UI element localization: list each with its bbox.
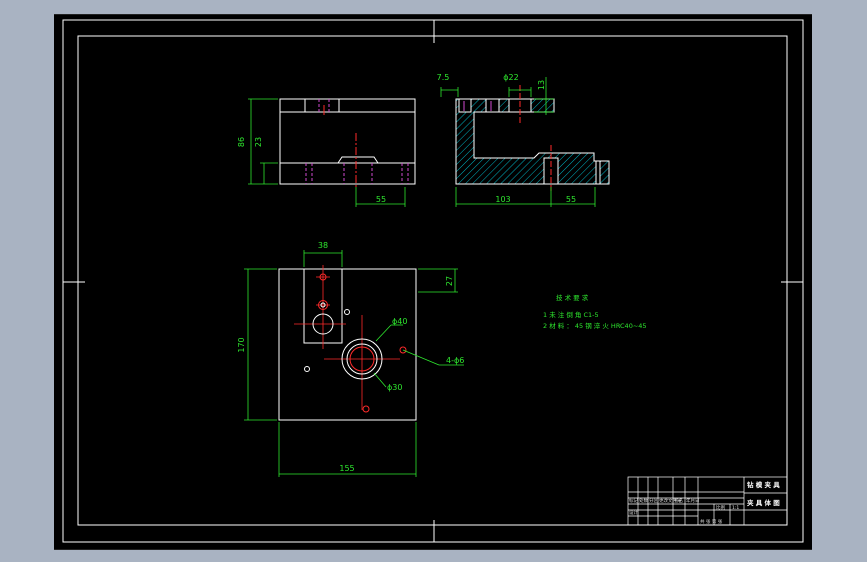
dim-front-23: 23 [254, 137, 263, 147]
tb-label-change: 更改文件号 [659, 497, 682, 504]
drawing-outer-border [62, 19, 804, 543]
dim-side-13: 13 [537, 80, 546, 90]
dim-plan-phi40: ϕ40 [392, 317, 407, 326]
notes-title: 技 术 要 求 [556, 293, 589, 302]
dim-side-55: 55 [566, 195, 576, 204]
tb-label-scale: 比例 [716, 504, 725, 511]
dim-plan-38: 38 [318, 241, 328, 250]
notes-line-2: 2 材 料 ： 45 钢 淬 火 HRC40~45 [543, 321, 647, 330]
tb-label-design: 设计 [629, 509, 638, 516]
dim-plan-170: 170 [237, 337, 246, 352]
front-view: 86 23 55 [237, 98, 416, 207]
dim-side-7-5: 7.5 [437, 73, 450, 82]
tb-drawing-name: 夹 具 体 图 [747, 498, 780, 507]
dim-side-103: 103 [495, 195, 510, 204]
dim-plan-phi30: ϕ30 [387, 383, 402, 392]
tb-label-count: 处数 [639, 497, 648, 504]
drawing-inner-frame [77, 35, 788, 526]
tb-label-mark: 标记 [629, 497, 638, 504]
notes-line-1: 1 未 注 倒 角 C1-5 [543, 310, 599, 319]
plan-view: 38 27 170 155 ϕ40 ϕ30 4-ϕ6 [237, 241, 464, 477]
tb-label-sign: 签名 [674, 497, 683, 504]
title-block [627, 476, 788, 526]
tb-label-zone: 分区 [649, 497, 658, 504]
drawing-canvas[interactable]: 86 23 55 [54, 15, 812, 549]
dim-plan-4phi6: 4-ϕ6 [446, 356, 464, 365]
tb-label-date: 年月日 [686, 497, 700, 504]
centering-marks [63, 20, 803, 542]
side-section-view: 7.5 ϕ22 13 103 55 [437, 73, 610, 207]
dim-plan-155: 155 [339, 464, 354, 473]
tb-sheet-info: 共 张 第 张 [700, 518, 723, 525]
tb-scale-value: 1:1 [732, 505, 739, 511]
cad-drawing-viewport[interactable]: 86 23 55 [54, 14, 812, 550]
dim-front-86: 86 [237, 137, 246, 147]
dim-front-55: 55 [376, 195, 386, 204]
technical-notes: 技 术 要 求 1 未 注 倒 角 C1-5 2 材 料 ： 45 钢 淬 火 … [543, 293, 647, 330]
dim-side-phi22: ϕ22 [503, 73, 518, 82]
dim-plan-27: 27 [445, 276, 454, 286]
tb-part-name: 钻 模 夹 具 [747, 480, 780, 489]
